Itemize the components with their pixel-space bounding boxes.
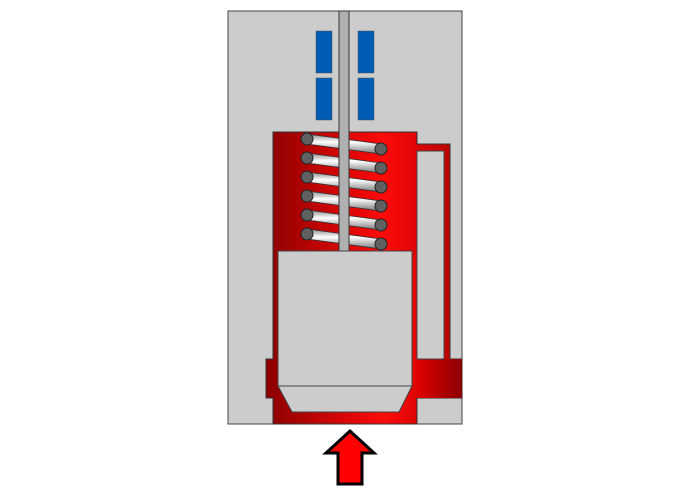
guide-blocks: [315, 30, 375, 121]
valve-stem: [338, 10, 350, 253]
spring-coil-end: [374, 142, 388, 156]
spring-coil-end: [300, 227, 314, 241]
spring-coil-end: [374, 199, 388, 213]
spring-coil-end: [374, 180, 388, 194]
spring-coil-end: [374, 161, 388, 175]
spring-coil-end: [300, 151, 314, 165]
side-channel-wall: [416, 150, 445, 360]
spring-coil-end: [374, 218, 388, 232]
piston: [277, 250, 413, 413]
spring-coil-end: [300, 189, 314, 203]
guide-block: [357, 30, 375, 74]
spring-coil-end: [300, 208, 314, 222]
guide-block: [315, 77, 333, 121]
spring-coil-end: [300, 132, 314, 146]
spring-coil-end: [374, 237, 388, 251]
flow-arrow-up-icon: [322, 428, 378, 486]
guide-block: [315, 30, 333, 74]
side-duct: [417, 359, 462, 398]
guide-block: [357, 77, 375, 121]
valve-seat-bevel: [277, 385, 413, 413]
spring-coil-end: [300, 170, 314, 184]
